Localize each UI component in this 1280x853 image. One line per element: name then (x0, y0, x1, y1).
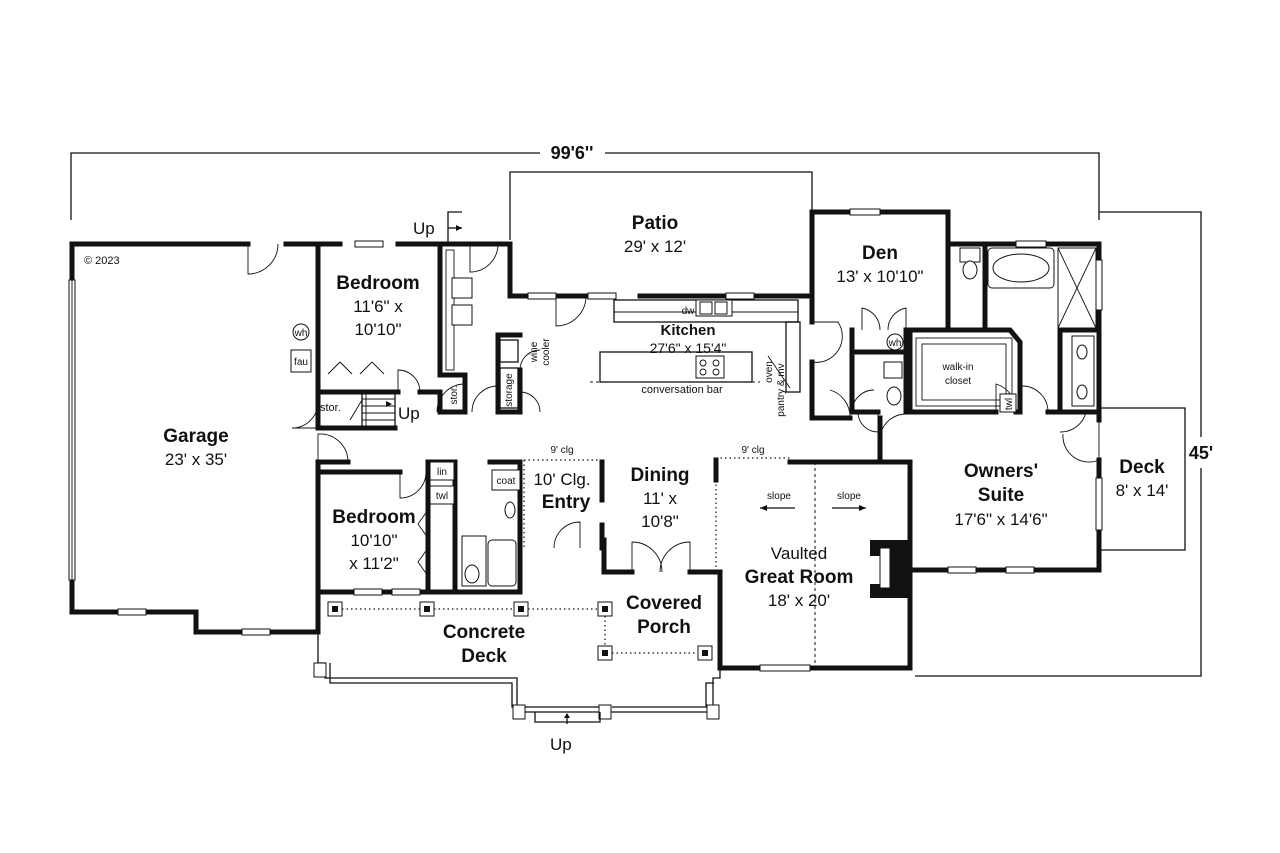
bedroom2-size-line1: 10'10" (350, 531, 397, 550)
walk-in-closet-label-2: closet (945, 376, 971, 387)
stairs (349, 391, 396, 429)
great-room-name-line1: Vaulted (771, 544, 827, 563)
ceiling-lines (523, 457, 866, 668)
bedroom1-name: Bedroom (336, 273, 419, 294)
porch-columns (327, 601, 713, 661)
entry-name-line1: 10' Clg. (533, 470, 590, 489)
covered-porch-name-line1: Covered (626, 593, 702, 614)
storage-label: storage (504, 373, 515, 407)
dining-name: Dining (630, 465, 689, 486)
dw-label: dw (682, 306, 696, 317)
oven-label-2: pantry & mv (776, 363, 787, 416)
concrete-deck-name-line1: Concrete (443, 622, 525, 643)
deck-size: 8' x 14' (1116, 481, 1169, 500)
twl-bath-label: twl (436, 491, 448, 502)
slope-left-label: slope (767, 491, 791, 502)
up-patio-label: Up (413, 219, 435, 238)
coat-label: coat (497, 476, 516, 487)
garage-size: 23' x 35' (165, 450, 227, 469)
twl-suite-label: twl (1004, 398, 1015, 410)
dining-size-line2: 10'8" (641, 512, 679, 531)
wh-den-label: wh (888, 338, 902, 349)
up-front-label: Up (550, 735, 572, 754)
garage-name: Garage (163, 426, 228, 447)
kitchen-size: 27'6" x 15'4" (650, 340, 727, 356)
entry-name-line2: Entry (542, 492, 591, 513)
stor-stair-label: stor. (320, 402, 341, 414)
clg-entry-label: 9' clg (550, 445, 573, 456)
patio-outline (509, 171, 813, 240)
overall-depth-dimension: 45' (1189, 443, 1213, 463)
patio-name: Patio (632, 213, 678, 234)
wine-cooler-label-2: cooler (541, 338, 552, 366)
clg-great-label: 9' clg (741, 445, 764, 456)
covered-porch-name-line2: Porch (637, 617, 691, 638)
fixtures (290, 247, 1097, 598)
bedroom1-size-line2: 10'10" (354, 320, 401, 339)
lin-label: lin (437, 467, 447, 478)
slope-right-label: slope (837, 491, 861, 502)
patio-steps (447, 211, 462, 244)
concrete-deck-name-line2: Deck (461, 646, 507, 667)
wine-cooler-label-1: wine (529, 341, 540, 363)
owners-suite-name-line1: Owners' (964, 461, 1038, 482)
dimension-lines (70, 152, 1202, 677)
up-stair-label: Up (398, 404, 420, 423)
stor-hall-label: stor. (449, 386, 460, 405)
overall-width-dimension: 99'6'' (551, 143, 594, 163)
wh-garage-label: wh (294, 328, 308, 339)
deck-name: Deck (1119, 457, 1165, 478)
great-room-name-line2: Great Room (745, 567, 854, 588)
bedroom1-size-line1: 11'6" x (353, 297, 403, 316)
owners-suite-name-line2: Suite (978, 485, 1024, 506)
conversation-bar-label: conversation bar (641, 384, 723, 396)
concrete-deck-outline (313, 632, 721, 724)
copyright: © 2023 (84, 255, 120, 267)
deck-outline (1099, 407, 1186, 551)
oven-label-1: oven (764, 361, 775, 383)
dining-size-line1: 11' x (643, 489, 678, 508)
windows (68, 208, 1103, 672)
kitchen-name: Kitchen (660, 322, 715, 339)
den-size: 13' x 10'10" (836, 267, 923, 286)
bedroom2-name: Bedroom (332, 507, 415, 528)
patio-size: 29' x 12' (624, 237, 686, 256)
walk-in-closet-label-1: walk-in (941, 362, 973, 373)
owners-suite-size: 17'6" x 14'6" (954, 510, 1047, 529)
den-name: Den (862, 243, 898, 264)
great-room-size: 18' x 20' (768, 591, 830, 610)
fau-label: fau (294, 357, 308, 368)
bedroom2-size-line2: x 11'2" (349, 554, 399, 573)
